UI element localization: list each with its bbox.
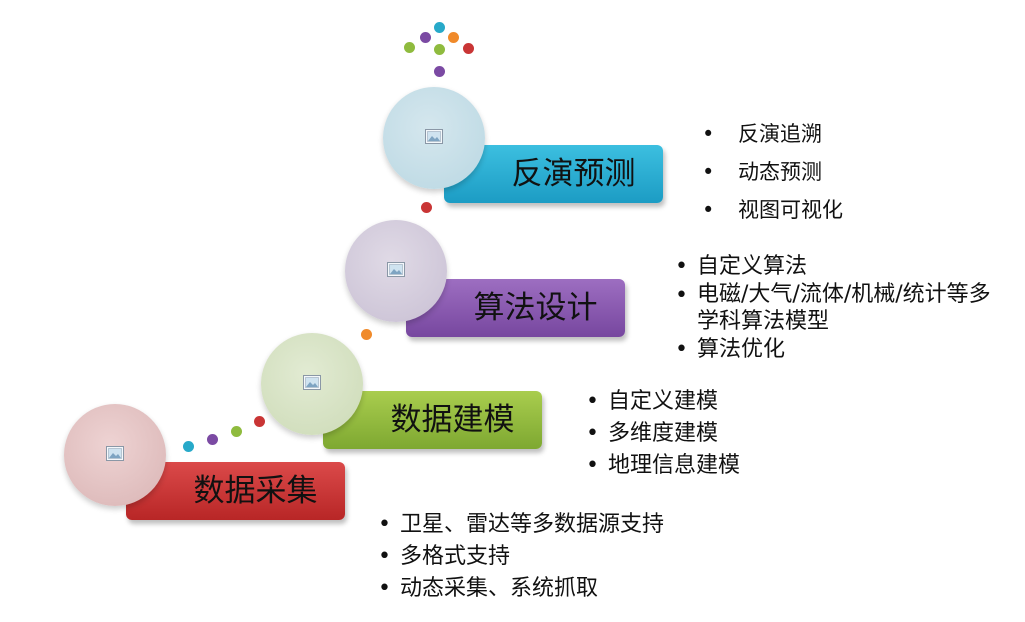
list-item: •多维度建模 xyxy=(586,421,719,446)
stage-title: 算法设计 xyxy=(473,290,598,326)
dot xyxy=(420,32,431,43)
list-item: •反演追溯 xyxy=(702,122,822,146)
list-item: •自定义建模 xyxy=(586,389,719,414)
stage-circle-algorithm-design xyxy=(345,220,447,322)
dot xyxy=(448,32,459,43)
list-item: •动态预测 xyxy=(702,160,822,184)
dot xyxy=(463,43,474,54)
dot xyxy=(434,22,445,33)
dot xyxy=(434,44,445,55)
stage-circle-inversion-prediction xyxy=(383,87,485,189)
list-item: •多格式支持 xyxy=(378,544,511,569)
stage-title: 反演预测 xyxy=(511,156,636,192)
picture-placeholder-icon xyxy=(303,375,321,390)
dot xyxy=(254,416,265,427)
list-item: •电磁/大气/流体/机械/统计等多学科算法模型 xyxy=(675,282,991,334)
dot xyxy=(231,426,242,437)
stage-banner-data-modeling: 数据建模 xyxy=(323,391,542,449)
stage-title: 数据建模 xyxy=(390,402,515,438)
stage-feature-list-data-modeling: •自定义建模 •多维度建模 •地理信息建模 xyxy=(586,386,740,482)
dot xyxy=(404,42,415,53)
picture-placeholder-icon xyxy=(106,446,124,461)
dot xyxy=(207,434,218,445)
list-item: •自定义算法 xyxy=(675,254,808,279)
dot xyxy=(361,329,372,340)
list-item: •视图可视化 xyxy=(702,198,843,222)
list-item: •地理信息建模 xyxy=(586,453,741,478)
stage-circle-data-modeling xyxy=(261,333,363,435)
dot xyxy=(183,441,194,452)
dot xyxy=(434,66,445,77)
picture-placeholder-icon xyxy=(425,129,443,144)
stage-title: 数据采集 xyxy=(193,473,318,509)
list-item: •算法优化 xyxy=(675,337,786,362)
stage-circle-data-collection xyxy=(64,404,166,506)
dot xyxy=(421,202,432,213)
picture-placeholder-icon xyxy=(387,262,405,277)
list-item: •动态采集、系统抓取 xyxy=(378,576,599,601)
list-item: •卫星、雷达等多数据源支持 xyxy=(378,512,665,537)
stage-feature-list-algorithm-design: •自定义算法 •电磁/大气/流体/机械/统计等多学科算法模型 •算法优化 xyxy=(675,252,1005,364)
stage-banner-inversion-prediction: 反演预测 xyxy=(444,145,663,203)
stage-feature-list-inversion-prediction: •反演追溯 •动态预测 •视图可视化 xyxy=(702,115,843,229)
stage-feature-list-data-collection: •卫星、雷达等多数据源支持 •多格式支持 •动态采集、系统抓取 xyxy=(378,509,664,605)
